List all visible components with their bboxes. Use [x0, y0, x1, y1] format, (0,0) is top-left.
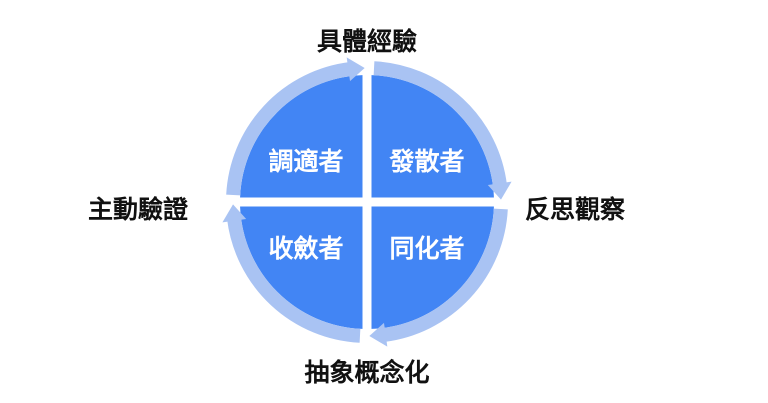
ring-arrow-to-reflective-observation: [373, 61, 507, 187]
quadrant-assimilator: [371, 206, 494, 329]
ring-arrow-to-reflective-observation-head: [487, 181, 512, 200]
ring-arrow-to-active-experimentation: [227, 217, 361, 343]
quadrant-converger: [240, 206, 363, 329]
ring-arrow-to-abstract-conceptualization: [382, 208, 508, 342]
quadrant-label-converger: 收斂者: [268, 234, 344, 263]
stage-abstract-conceptualization: 抽象概念化: [304, 358, 430, 387]
quadrant-label-assimilator: 同化者: [389, 234, 465, 263]
stage-active-experimentation: 主動驗證: [88, 195, 189, 224]
ring-arrow-to-active-experimentation-head: [222, 204, 247, 223]
quadrant-label-accommodator: 調適者: [268, 147, 344, 176]
quadrant-label-diverger: 發散者: [389, 147, 465, 176]
stage-reflective-observation: 反思觀察: [525, 195, 626, 224]
ring-arrow-to-abstract-conceptualization-head: [369, 322, 388, 347]
stage-concrete-experience: 具體經驗: [316, 27, 418, 56]
quadrant-diverger: [371, 75, 494, 198]
ring-arrow-to-concrete-experience-head: [346, 57, 365, 82]
quadrant-accommodator: [240, 75, 363, 198]
ring-arrow-to-concrete-experience: [226, 62, 352, 196]
